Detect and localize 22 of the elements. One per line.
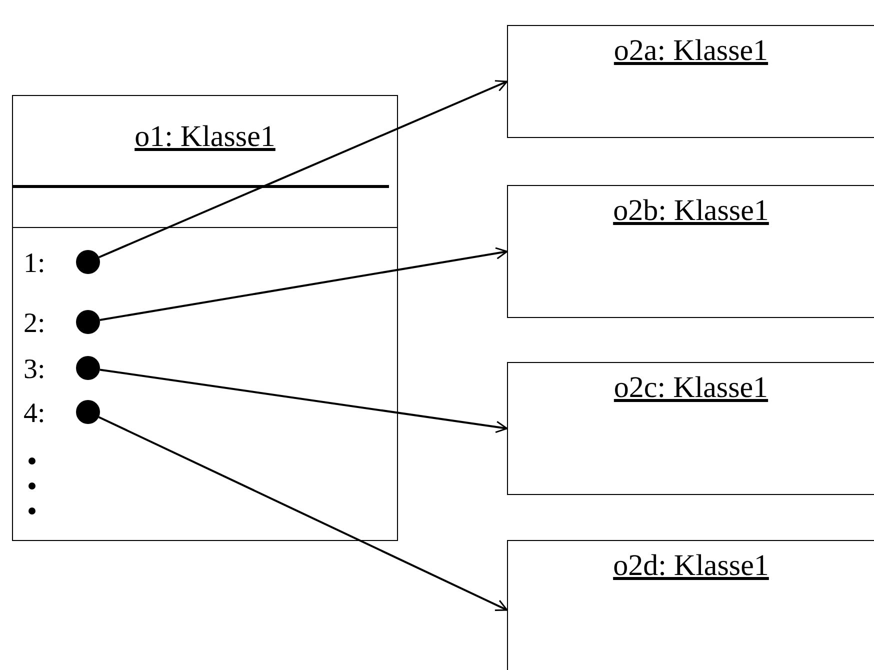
slot-number: 2:: [24, 308, 46, 338]
object-box: [507, 362, 874, 495]
arrow: [100, 368, 508, 434]
object-name: o2a: Klasse1: [614, 34, 768, 67]
object-box: [507, 185, 874, 318]
arrow: [100, 247, 508, 321]
slot-dot: [76, 356, 100, 380]
object-name: o2d: Klasse1: [613, 549, 769, 582]
object-box: [12, 95, 398, 541]
object-box: [507, 540, 874, 670]
object-name: o2b: Klasse1: [613, 194, 769, 227]
arrow: [98, 80, 508, 258]
arrow: [98, 416, 508, 612]
slot-number: 4:: [24, 398, 46, 428]
slot-dot: [76, 310, 100, 334]
object-name: o2c: Klasse1: [614, 371, 768, 404]
slot-number: 1:: [24, 248, 46, 278]
slot-dot: [76, 400, 100, 424]
object-name: o1: Klasse1: [134, 120, 276, 153]
object-box: [507, 25, 874, 138]
slot-dot: [76, 250, 100, 274]
slot-number: 3:: [24, 354, 46, 384]
